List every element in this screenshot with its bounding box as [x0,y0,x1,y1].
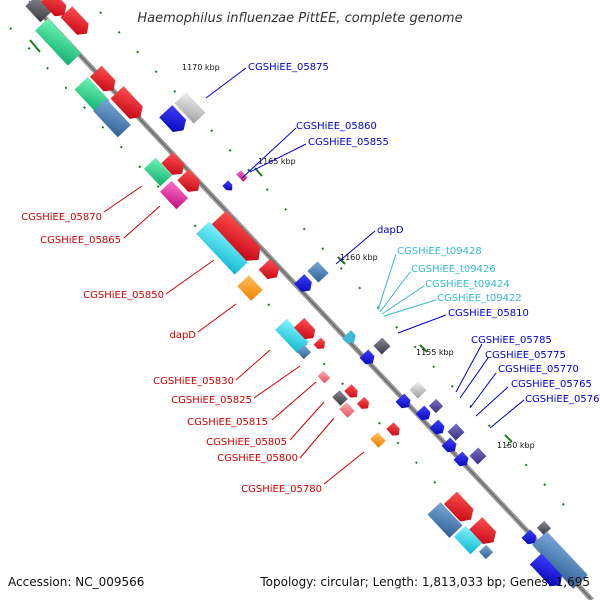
gene-label[interactable]: CGSHiEE_05815 [187,417,268,428]
accession-text: Accession: NC_009566 [8,575,144,589]
leader-lines-lower [103,185,365,485]
gene-labels-lower: CGSHiEE_05870 CGSHiEE_05865 CGSHiEE_0585… [21,212,322,495]
gene-label[interactable]: CGSHiEE_05830 [153,376,234,387]
gene-label[interactable]: CGSHiEE_05770 [498,364,579,375]
gene-label[interactable]: CGSHiEE_t09426 [411,264,496,275]
gene-label[interactable]: CGSHiEE_05855 [308,137,389,148]
gene-label[interactable]: dapD [377,225,404,236]
scale-label: 1155 kbp [416,348,454,357]
gene-label[interactable]: dapD [169,330,196,341]
gene-features-left [25,0,497,560]
gene-label[interactable]: CGSHiEE_t09422 [437,293,522,304]
gene-label[interactable]: CGSHiEE_05810 [448,308,529,319]
scale-label: 1150 kbp [497,441,535,450]
gene-label[interactable]: CGSHiEE_05780 [241,484,322,495]
gene-label[interactable]: CGSHiEE_05765 [511,379,592,390]
gene-label[interactable]: CGSHiEE_05775 [485,350,566,361]
gene-label[interactable]: CGSHiEE_05870 [21,212,102,223]
gene-label[interactable]: CGSHiEE_05825 [171,395,252,406]
gene-label[interactable]: CGSHiEE_05800 [217,453,298,464]
map-title: Haemophilus influenzae PittEE, complete … [137,11,462,26]
gene-label[interactable]: CGSHiEE_05875 [248,62,329,73]
gene-label[interactable]: CGSHiEE_05860 [296,121,377,132]
scale-label: 1170 kbp [182,63,220,72]
topology-summary: Topology: circular; Length: 1,813,033 bp… [259,575,590,589]
gene-label[interactable]: CGSHiEE_05785 [471,335,552,346]
gene-label[interactable]: CGSHiEE_05865 [40,235,121,246]
scale-label: 1160 kbp [340,253,378,262]
leader-lines-upper [205,67,525,429]
gene-features-right [159,92,588,589]
gene-label[interactable]: CGSHiEE_t09428 [397,246,482,257]
scale-label: 1165 kbp [258,157,296,166]
gene-labels-upper: CGSHiEE_05875 CGSHiEE_05860 CGSHiEE_0585… [248,62,600,405]
gene-label[interactable]: CGSHiEE_05805 [206,437,287,448]
gene-label[interactable]: CGSHiEE_t09424 [425,279,510,290]
gene-label[interactable]: CGSHiEE_05760 [525,394,600,405]
gene-label[interactable]: CGSHiEE_05850 [83,290,164,301]
